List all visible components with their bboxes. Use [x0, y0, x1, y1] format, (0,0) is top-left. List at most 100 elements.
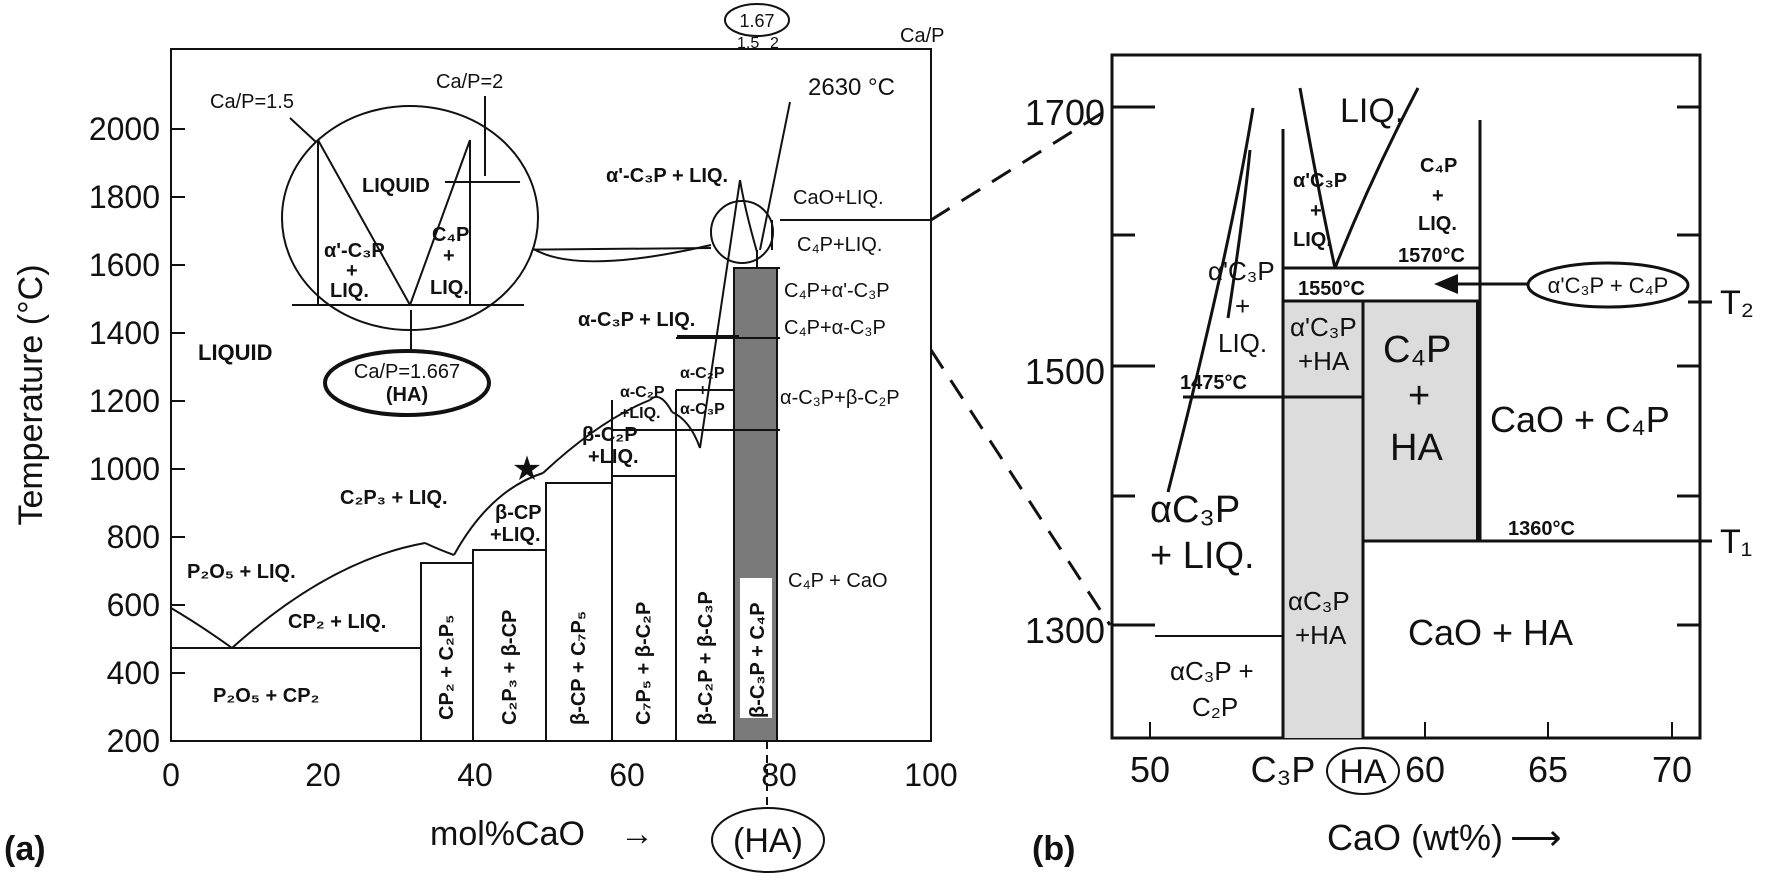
region-a-c3p-liq: α-C₃P + LIQ. [578, 309, 695, 331]
callout-label: α'C₃P + C₄P [1548, 273, 1669, 298]
region-v-bc3p-c4p: β-C₃P + C₄P [747, 602, 769, 718]
panel-a-x-tick: 40 [457, 757, 493, 793]
region-c4p-cao: C₄P + CaO [788, 570, 888, 592]
panel-b-letter: (b) [1032, 830, 1075, 868]
ha-x-label: HA [1339, 753, 1387, 791]
callout-ellipse [1526, 261, 1690, 309]
panel-a-y-tick: 200 [107, 723, 160, 759]
panel-b-x-tick: 65 [1528, 749, 1568, 790]
region-b-a-c3p-c2p: αC₃P + [1170, 656, 1254, 686]
panel-b-x-tick: 50 [1130, 749, 1170, 790]
region-b-c4p-ha: HA [1390, 427, 1443, 469]
temp-1550: 1550°C [1298, 278, 1365, 300]
region-b-ap-c3p-liq: α'C₃P [1293, 170, 1347, 192]
top-tick: 1.5 [737, 35, 759, 52]
region-b-a-c3p-c2p: C₂P [1192, 692, 1238, 722]
region-ap-c3p-liq: α'-C₃P + LIQ. [606, 165, 728, 187]
panel-b-y-ticks [1112, 105, 1700, 627]
panel-b-boundaries [1155, 87, 1700, 738]
region-b-ap-c3p-liq: LIQ. [1293, 229, 1332, 251]
panel-a-x-tick: 60 [609, 757, 645, 793]
panel-a-x-axis-title: mol%CaO [430, 815, 585, 853]
region-b-ap-c3p-ha: α'C₃P [1290, 312, 1357, 342]
region-a-c3p-b-c2p: α-C₃P+β-C₂P [780, 387, 900, 409]
region-a-c2p-a-c3p: + [698, 382, 707, 399]
region-b-c4p-ha: + [1408, 375, 1430, 417]
panel-b-x-axis-title: CaO (wt%) [1327, 817, 1503, 858]
c4p-ha-region [1363, 301, 1479, 541]
inset-plus1: + [346, 260, 358, 282]
panel-a-x-tick: 100 [904, 757, 957, 793]
region-b-c4p-liq: LIQ. [1418, 213, 1457, 235]
star-icon: ★ [512, 450, 542, 488]
region-a-c2p-a-c3p: α-C₂P [680, 365, 725, 382]
panel-a-y-tick: 800 [107, 519, 160, 555]
panel-a-letter: (a) [4, 830, 46, 868]
inset-arrow-15 [289, 117, 317, 143]
ha-bottom-label: (HA) [733, 822, 803, 860]
region-p2o5-cp2: P₂O₅ + CP₂ [213, 685, 319, 707]
panel-a-x-tick: 0 [162, 757, 180, 793]
eutectic-circle [710, 200, 774, 264]
liquidus-curves [170, 101, 791, 649]
region-c4p-ap-c3p: C₄P+α'-C₃P [784, 280, 890, 302]
region-v-c2p3-bcp: C₂P₃ + β-CP [499, 610, 521, 725]
panel-b-y-tick: 1500 [1025, 351, 1105, 392]
region-a-c2p-liq: α-C₂P [620, 384, 665, 401]
region-liquid: LIQUID [198, 340, 273, 365]
region-b-ap-c3p-liq-big: LIQ. [1218, 328, 1267, 358]
callout-arrowhead [1434, 274, 1458, 294]
panel-b-x-tick: 60 [1405, 749, 1445, 790]
ha-x-ellipse [1326, 747, 1400, 795]
panel-a-x-tick: 20 [305, 757, 341, 793]
inset-a-c3p: α'-C₃P [324, 240, 385, 262]
panel-a-y-tick: 400 [107, 655, 160, 691]
panel-b-frame [1110, 53, 1702, 740]
panel-a: 200 400 600 800 1000 1200 1400 1600 1800… [4, 3, 958, 873]
connector-bottom [929, 349, 1112, 626]
region-b-c2p-liq: β-C₂P [582, 424, 638, 446]
temp-1475: 1475°C [1180, 372, 1247, 394]
region-b-c2p-liq: +LIQ. [588, 446, 639, 468]
panel-a-y-ticks [171, 128, 185, 674]
region-c2p3-liq: C₂P₃ + LIQ. [340, 487, 448, 509]
region-a-c2p-a-c3p: α-C₃P [680, 401, 725, 418]
region-a-c2p-liq: +LIQ. [620, 405, 660, 422]
inset-cap15: Ca/P=1.5 [210, 91, 294, 113]
region-v-c7p5-bc2p: C₇P₅ + β-C₂P [633, 602, 655, 725]
inset-liq2: LIQ. [430, 277, 469, 299]
region-b-ap-c3p-ha: +HA [1298, 346, 1350, 376]
ha-bottom-ellipse [711, 807, 825, 873]
region-c4p-a-c3p: C₄P+α-C₃P [784, 317, 886, 339]
temp-1570: 1570°C [1398, 245, 1465, 267]
panel-a-y-tick: 1000 [89, 451, 160, 487]
region-b-cp-liq: β-CP [495, 502, 542, 524]
panel-b-x-tick: 70 [1652, 749, 1692, 790]
panel-b-y-tick: 1300 [1025, 610, 1105, 651]
region-cao-liq: CaO+LIQ. [793, 187, 884, 209]
t1-label: T₁ [1720, 523, 1752, 561]
region-b-cao-c4p: CaO + C₄P [1490, 399, 1670, 440]
inset-ha: (HA) [386, 384, 428, 406]
inset-cap2: Ca/P=2 [436, 71, 503, 93]
region-b-a-c3p-ha: +HA [1295, 620, 1347, 650]
top-tick: 2 [770, 35, 779, 52]
panel-a-y-tick: 1600 [89, 247, 160, 283]
panel-a-y-tick: 1800 [89, 179, 160, 215]
region-b-cao-ha: CaO + HA [1408, 612, 1573, 653]
inset-c4p: C₄P [432, 224, 469, 246]
panel-b-x-ticks [1149, 722, 1673, 738]
ha-band-b [1283, 301, 1363, 738]
panel-a-y-tick: 2000 [89, 111, 160, 147]
region-c4p-liq: C₄P+LIQ. [797, 234, 882, 256]
panel-a-y-tick: 1200 [89, 383, 160, 419]
c3p-x-label: C₃P [1251, 749, 1316, 790]
region-v-cp2-c2p5: CP₂ + C₂P₅ [436, 615, 458, 720]
region-v-bcp-c7p5: β-CP + C₇P₅ [568, 611, 590, 725]
top-axis-label: Ca/P [900, 25, 944, 47]
region-b-ap-c3p-liq-big: + [1235, 291, 1250, 321]
panel-b-x-arrow: ⟶ [1510, 817, 1562, 858]
temp-2630: 2630 °C [808, 74, 895, 101]
inset-cap1667: Ca/P=1.667 [354, 361, 460, 383]
